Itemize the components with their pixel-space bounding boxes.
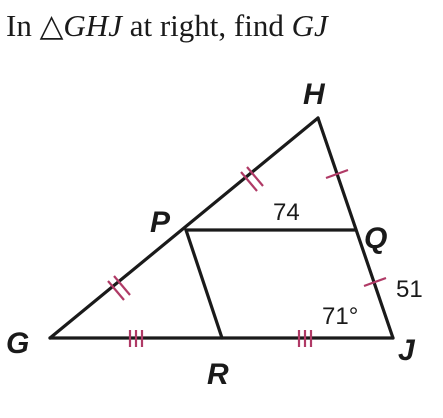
- side-gh: [48, 116, 320, 340]
- triangle-symbol: △: [39, 8, 64, 43]
- measure-angle-j: 71°: [322, 303, 358, 330]
- problem-statement: In △GHJ at right, find GJ: [6, 8, 328, 44]
- triangle-name: GHJ: [63, 8, 122, 43]
- vertex-label-g: G: [6, 327, 29, 360]
- vertex-label-r: R: [207, 358, 229, 391]
- tick-mark-gp: [107, 275, 131, 301]
- tick-mark-hq: [325, 168, 349, 180]
- tick-mark-rj: [297, 330, 313, 347]
- vertex-label-j: J: [398, 334, 416, 367]
- tick-mark-ph: [240, 166, 264, 192]
- problem-prefix: In: [6, 8, 40, 43]
- problem-middle: at right, find: [121, 8, 292, 43]
- vertex-label-h: H: [303, 78, 326, 111]
- tick-mark-gr: [128, 330, 144, 347]
- measure-pq: 74: [273, 199, 300, 226]
- side-hj: [316, 116, 395, 340]
- vertex-label-p: P: [150, 206, 171, 239]
- measure-qj: 51: [396, 276, 423, 303]
- midsegment-pr: [184, 228, 224, 340]
- target-segment: GJ: [291, 8, 328, 43]
- vertex-label-q: Q: [364, 222, 387, 255]
- tick-mark-qj: [363, 276, 387, 288]
